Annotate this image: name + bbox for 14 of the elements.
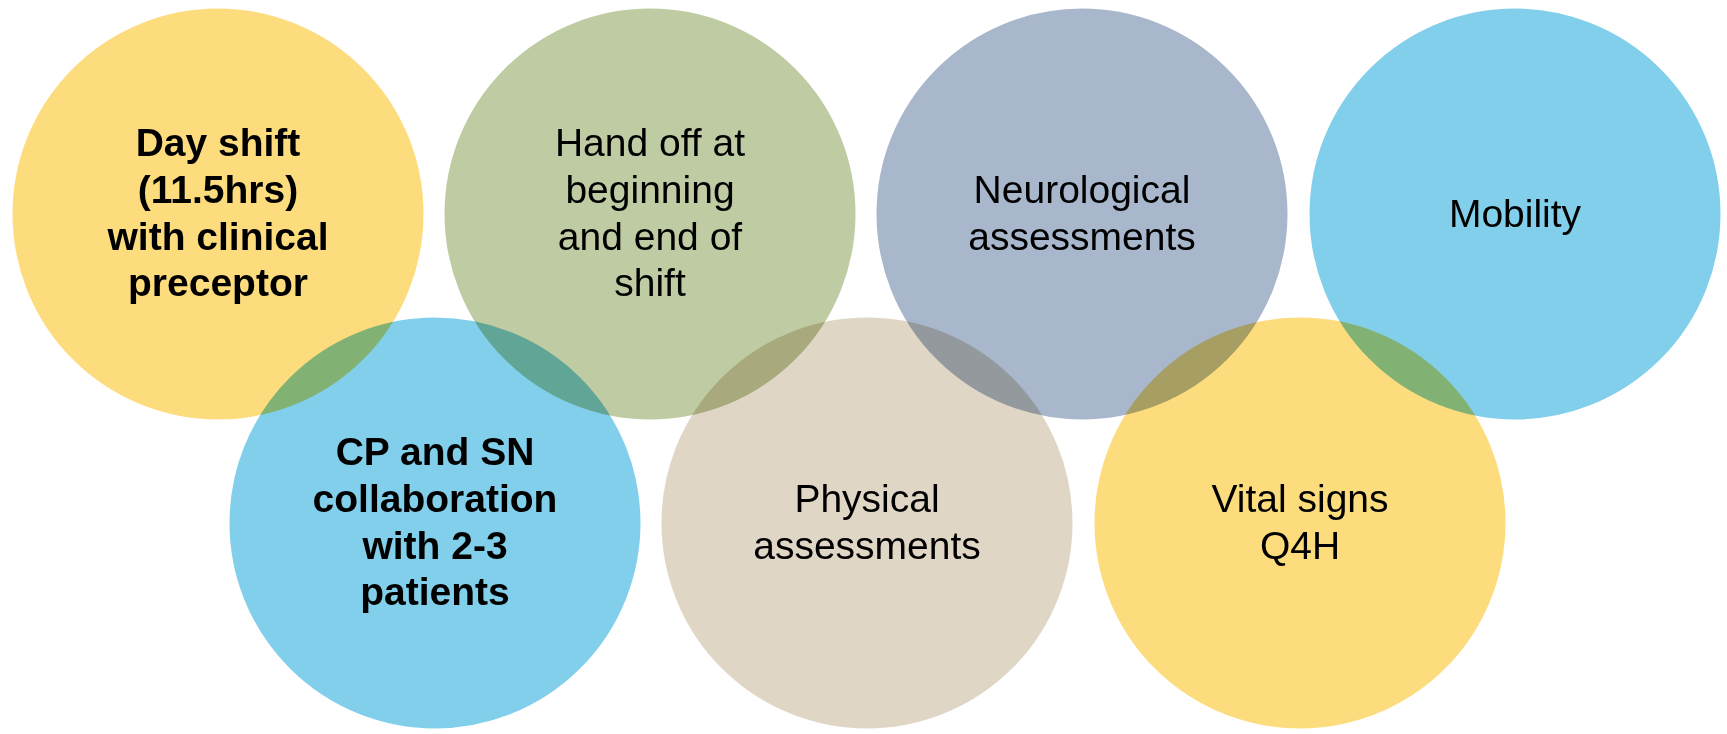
node-text: Day shift (11.5hrs) with clinical preceptor [106,120,330,307]
circle-node [9,5,427,423]
node-text: Mobility [1447,190,1583,237]
circle-node [1091,314,1509,732]
circle-node [873,5,1291,423]
circle-node [1306,5,1724,423]
node-text: CP and SN collaboration with 2-3 patients [311,429,559,616]
node-text: Neurological assessments [967,167,1197,260]
circle-node [226,314,644,732]
node-text: Vital signs Q4H [1210,476,1390,569]
circle-node [658,314,1076,732]
node-text: Hand off at beginning and end of shift [553,120,747,307]
node-text: Physical assessments [752,476,982,569]
circle-node [441,5,859,423]
